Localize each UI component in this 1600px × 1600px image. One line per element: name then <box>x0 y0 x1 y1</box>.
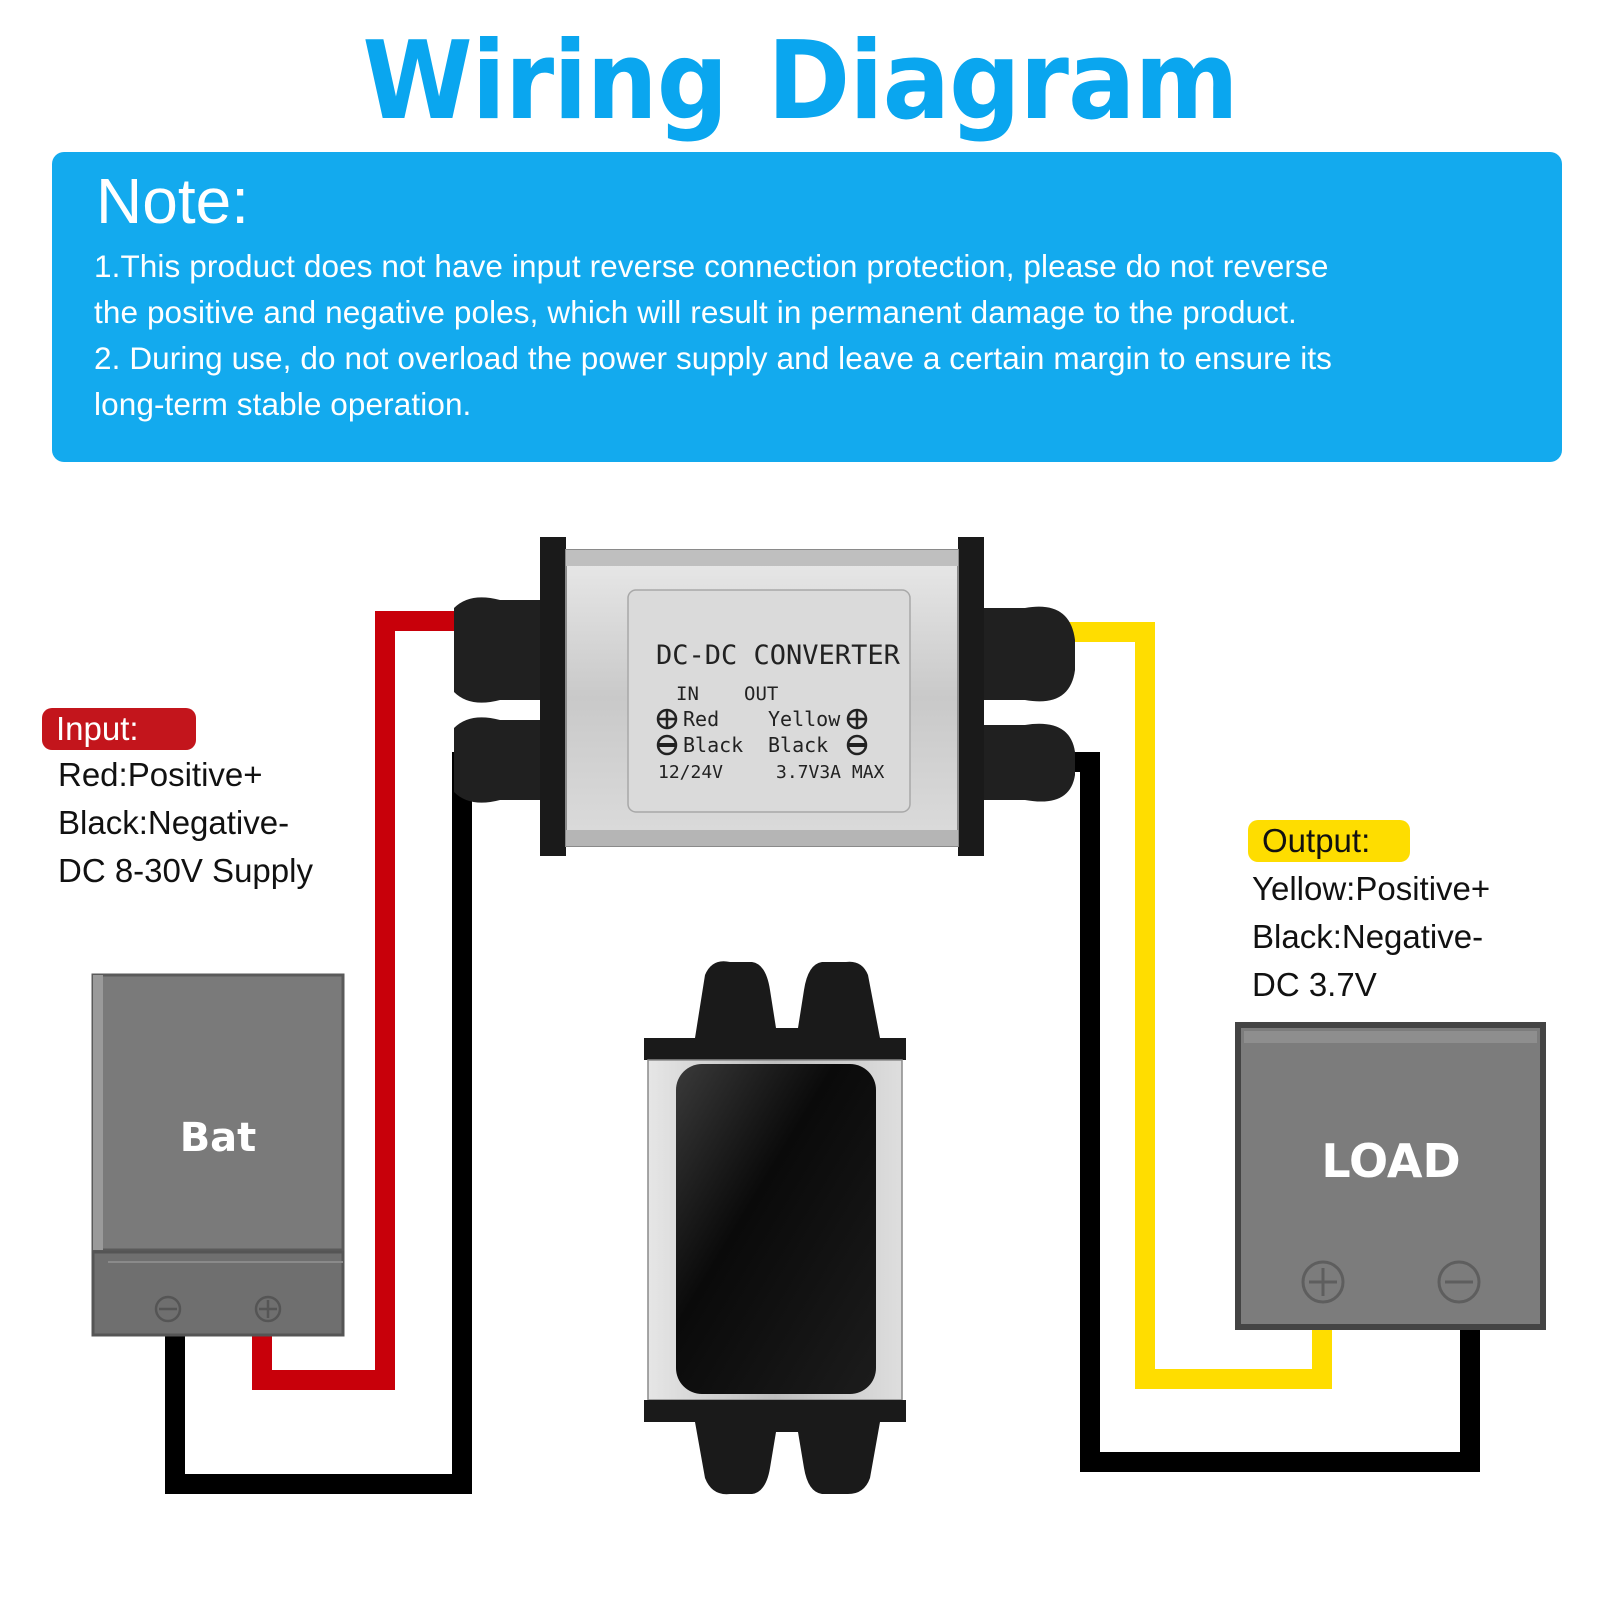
note-line-3: 2. During use, do not overload the power… <box>94 340 1333 376</box>
yellow-output-wire <box>1012 622 1332 1389</box>
page-title: Wiring Diagram <box>0 17 1600 143</box>
minus-in-icon <box>656 734 678 756</box>
converter-title: DC-DC CONVERTER <box>656 640 901 671</box>
converter-black-out-label: Black <box>768 733 828 757</box>
red-input-wire <box>252 611 505 1390</box>
converter-input-voltage: 12/24V <box>658 762 723 783</box>
battery-plus-icon <box>254 1295 282 1323</box>
title-word-diagram: Diagram <box>767 17 1238 144</box>
load-plus-icon <box>1301 1260 1345 1304</box>
note-line-1: 1.This product does not have input rever… <box>94 248 1329 284</box>
converter-output-rating: 3.7V3A MAX <box>776 762 885 783</box>
converter-in-label: IN <box>676 683 699 705</box>
load-block: LOAD <box>1235 1022 1546 1330</box>
converter-module: DC-DC CONVERTER IN OUT Red Yellow Black … <box>454 537 1075 856</box>
plus-in-icon <box>656 708 678 730</box>
minus-out-icon <box>846 734 868 756</box>
note-panel: Note: 1.This product does not have input… <box>52 152 1562 462</box>
output-line-black: Black:Negative- <box>1252 918 1484 955</box>
converter-out-label: OUT <box>744 683 778 705</box>
output-line-yellow: Yellow:Positive+ <box>1252 870 1491 907</box>
plus-out-icon <box>846 708 868 730</box>
input-line-supply: DC 8-30V Supply <box>58 852 313 889</box>
converter-red-label: Red <box>683 707 719 731</box>
note-heading: Note: <box>96 165 249 237</box>
battery-label: Bat <box>180 1115 257 1161</box>
load-minus-icon <box>1437 1260 1481 1304</box>
output-line-voltage: DC 3.7V <box>1252 966 1377 1003</box>
battery-minus-icon <box>154 1295 182 1323</box>
converter-black-in-label: Black <box>683 733 743 757</box>
input-line-black: Black:Negative- <box>58 804 290 841</box>
note-line-2: the positive and negative poles, which w… <box>94 294 1297 330</box>
input-badge: Input: <box>42 708 196 750</box>
output-badge: Output: <box>1248 820 1410 862</box>
load-label: LOAD <box>1321 1134 1460 1188</box>
input-line-red: Red:Positive+ <box>58 756 263 793</box>
battery-block: Bat <box>91 973 345 1337</box>
converter-yellow-label: Yellow <box>768 707 841 731</box>
converter-side-view <box>644 961 906 1495</box>
title-word-wiring: Wiring <box>362 17 728 144</box>
note-line-4: long-term stable operation. <box>94 386 472 422</box>
